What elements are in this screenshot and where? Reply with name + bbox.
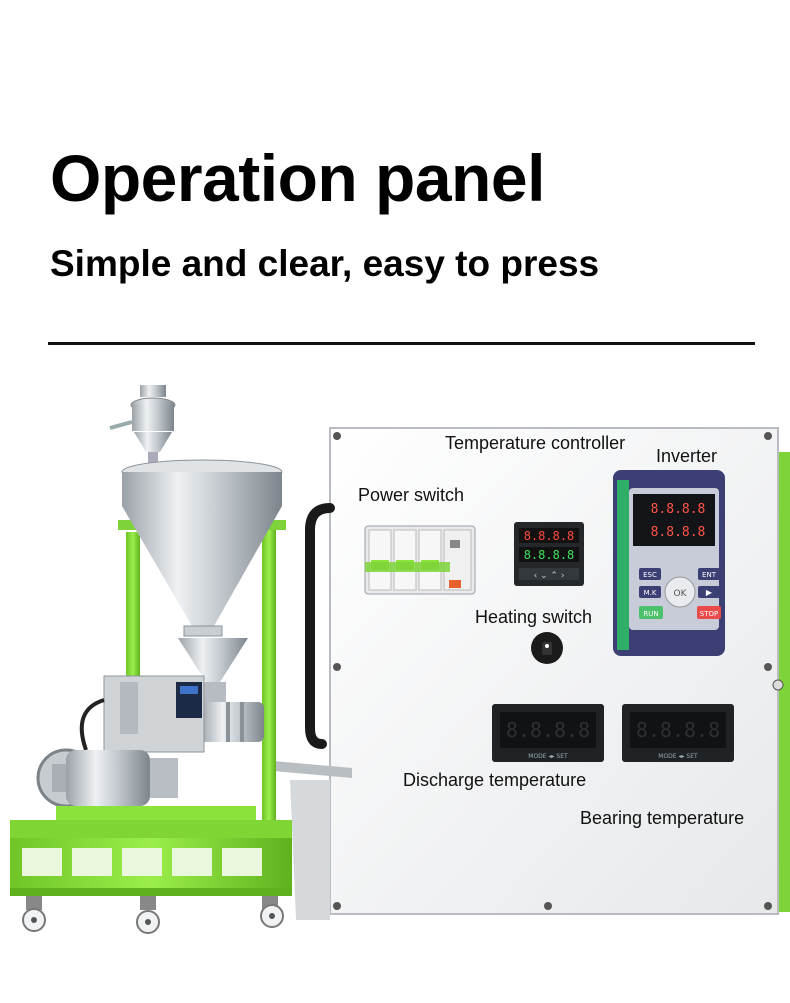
frame-post [262,520,276,852]
page-title: Operation panel [50,141,545,215]
label-inverter: Inverter [656,446,718,466]
discharge-meter-caption: MODE ◂▸ SET [528,753,568,760]
screw-icon [764,432,772,440]
main-hopper [122,506,282,626]
inverter-mk-key: M.K [644,589,657,597]
machine-illustration: 8.8.8.8 8.8.8.8 ‹ ⌄ ⌃ › 8.8.8.8 8.8.8.8 … [10,385,790,934]
inverter-ok-key: OK [674,589,688,599]
caster-wheel [136,896,160,934]
label-temperature-controller: Temperature controller [445,433,626,453]
title-divider [48,342,755,345]
screw-icon [544,902,552,910]
extruder-barrel [200,702,264,742]
inverter-readout: 8.8.8.8 [651,525,706,540]
caster-wheel [22,896,46,932]
label-heating-switch: Heating switch [475,607,593,627]
inverter-ent-key: ENT [702,571,717,579]
motor-body [66,750,150,806]
product-illustration: 8.8.8.8 8.8.8.8 ‹ ⌄ ⌃ › 8.8.8.8 8.8.8.8 … [0,360,790,998]
screw-icon [333,432,341,440]
temperature-controller-readout: 8.8.8.8 [524,529,575,543]
caster-wheel [260,896,284,928]
bearing-meter-caption: MODE ◂▸ SET [658,753,698,760]
inverter-esc-key: ESC [643,571,657,579]
inverter-dial-knob [664,576,696,608]
play-icon: ▶ [706,588,713,597]
discharge-temperature-readout: 8.8.8.8 [506,718,590,742]
inverter-readout: 8.8.8.8 [651,502,706,517]
inverter-run-key: RUN [643,610,658,618]
panel-handle [305,503,335,749]
screw-icon [333,663,341,671]
svg-text:‹ ⌄ ⌃ ›: ‹ ⌄ ⌃ › [534,571,565,581]
screw-icon [764,663,772,671]
label-power-switch: Power switch [358,485,465,505]
screw-icon [772,679,784,691]
label-discharge-temperature: Discharge temperature [403,770,587,790]
screw-icon [764,902,772,910]
bearing-temperature-readout: 8.8.8.8 [636,718,720,742]
screw-icon [333,902,341,910]
inverter-stop-key: STOP [700,610,718,618]
label-bearing-temperature: Bearing temperature [580,808,745,828]
temperature-controller-readout: 8.8.8.8 [524,548,575,562]
page-subtitle: Simple and clear, easy to press [50,243,600,284]
